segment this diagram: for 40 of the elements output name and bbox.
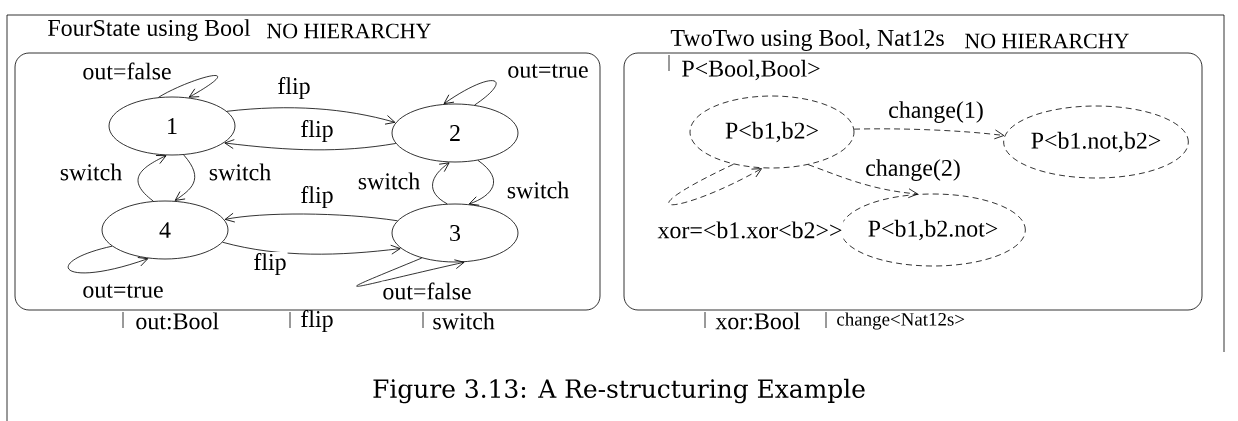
edge-label: switch [505,180,571,200]
edge-label: switch [207,162,273,182]
edge-label: flip [276,76,312,100]
arrow [158,75,218,98]
edge-label: flip [299,119,335,143]
node-label: NO HIERARCHY [267,23,431,39]
arrow [224,212,398,223]
arrow [853,128,1005,140]
interface-label: switch [433,312,495,330]
edge-label: out=true [81,283,165,299]
figure-caption: Figure 3.13: A Re-structuring Example [373,378,865,404]
arrow [356,257,465,287]
arrow [222,241,401,255]
node-label: TwoTwo using Bool, Nat12s [670,29,944,51]
edge-label: change(2) [864,158,962,182]
edge-label: out=true [506,63,590,79]
arrow [67,245,149,274]
interface-label: flip [301,310,333,332]
arrow [137,155,167,202]
arrow [432,162,450,205]
edge-label: out=false [381,281,473,301]
edge-label: flip [299,185,335,209]
edge-label: switch [356,171,422,191]
edge-label: change(1) [887,100,985,124]
arrow [468,160,494,206]
interface-label: out:Bool [136,312,219,330]
arrow [224,139,397,151]
interface-label: xor:Bool [715,312,800,330]
arrow [174,154,196,201]
arrow [807,164,918,199]
arrow [226,107,396,125]
edge-label: out=false [81,61,173,81]
edge-label: xor=<b1.xor<b2>> [656,220,844,240]
edge-label: switch [58,162,124,182]
arrow [443,80,497,106]
node-label: FourState using Bool [48,19,251,41]
interface-label: change<Nat12s> [837,312,965,330]
node-label: NO HIERARCHY [965,33,1129,49]
edge-label: flip [252,252,288,276]
arrow [668,163,762,206]
